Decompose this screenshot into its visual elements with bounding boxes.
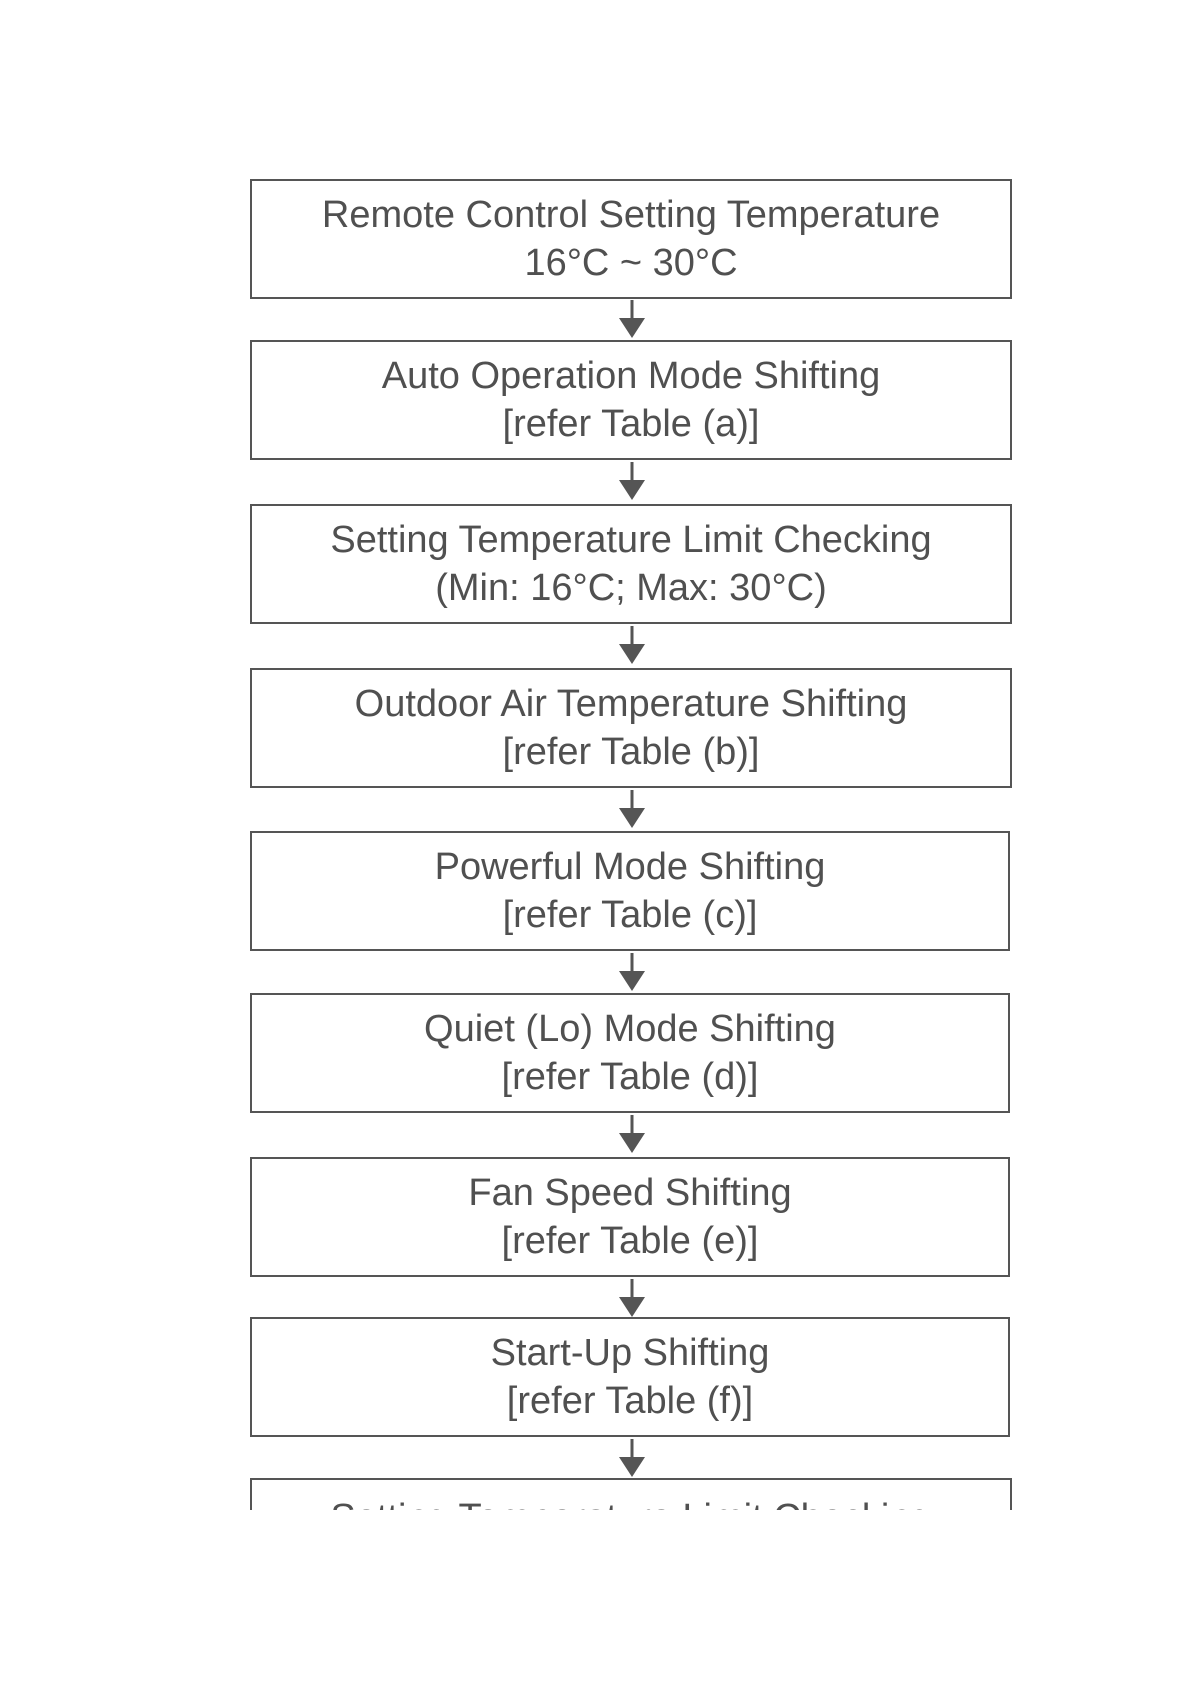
step-detail: [refer Table (f)] bbox=[506, 1380, 754, 1422]
down-arrow-icon bbox=[617, 790, 647, 830]
step-title: Fan Speed Shifting bbox=[468, 1172, 792, 1214]
down-arrow-icon bbox=[617, 300, 647, 340]
flow-step-start-up: Start-Up Shifting [refer Table (f)] bbox=[250, 1317, 1010, 1437]
step-title: Powerful Mode Shifting bbox=[434, 846, 826, 888]
flow-step-outdoor-air: Outdoor Air Temperature Shifting [refer … bbox=[250, 668, 1012, 788]
step-detail: [refer Table (c)] bbox=[502, 894, 758, 936]
step-detail: [refer Table (d)] bbox=[501, 1056, 759, 1098]
flow-step-limit-checking: Setting Temperature Limit Checking (Min:… bbox=[250, 504, 1012, 624]
step-title: Setting Temperature Limit Checking bbox=[330, 519, 932, 561]
down-arrow-icon bbox=[617, 462, 647, 502]
step-title: Quiet (Lo) Mode Shifting bbox=[424, 1008, 836, 1050]
down-arrow-icon bbox=[617, 1439, 647, 1479]
step-detail: (Min: 16°C; Max: 30°C) bbox=[435, 567, 827, 609]
flow-step-remote-setting: Remote Control Setting Temperature 16°C … bbox=[250, 179, 1012, 299]
step-detail: [refer Table (b)] bbox=[502, 731, 760, 773]
step-title: Start-Up Shifting bbox=[490, 1332, 770, 1374]
flow-step-fan-speed: Fan Speed Shifting [refer Table (e)] bbox=[250, 1157, 1010, 1277]
step-detail: 16°C ~ 30°C bbox=[524, 242, 738, 284]
down-arrow-icon bbox=[617, 1115, 647, 1155]
step-title: Outdoor Air Temperature Shifting bbox=[354, 683, 908, 725]
step-title: Auto Operation Mode Shifting bbox=[381, 355, 881, 397]
page-cut-mask bbox=[0, 1510, 1190, 1684]
step-detail: [refer Table (e)] bbox=[501, 1220, 759, 1262]
down-arrow-icon bbox=[617, 626, 647, 666]
down-arrow-icon bbox=[617, 953, 647, 993]
flow-step-auto-operation: Auto Operation Mode Shifting [refer Tabl… bbox=[250, 340, 1012, 460]
down-arrow-icon bbox=[617, 1279, 647, 1319]
flow-step-quiet-mode: Quiet (Lo) Mode Shifting [refer Table (d… bbox=[250, 993, 1010, 1113]
step-detail: [refer Table (a)] bbox=[502, 403, 760, 445]
step-title: Remote Control Setting Temperature bbox=[321, 194, 941, 236]
flow-step-powerful-mode: Powerful Mode Shifting [refer Table (c)] bbox=[250, 831, 1010, 951]
